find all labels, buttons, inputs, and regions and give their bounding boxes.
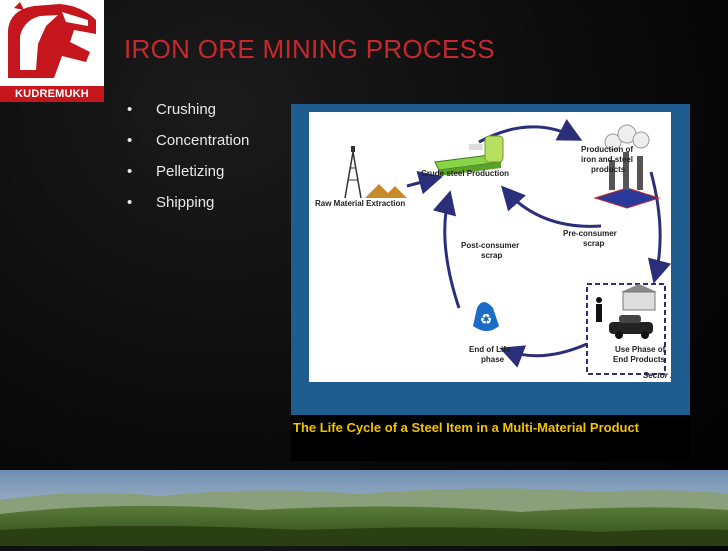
label-post-consumer-1: Post-consumer — [461, 241, 519, 250]
label-raw-material: Raw Material Extraction — [315, 199, 405, 208]
person-icon — [596, 297, 602, 322]
label-crude-steel: Crude steel Production — [421, 169, 509, 178]
bullet-marker: • — [127, 163, 133, 180]
bullet-item: • Pelletizing — [127, 162, 249, 193]
bullet-text: Shipping — [156, 194, 215, 211]
logo-wordmark: KUDREMUKH — [0, 86, 104, 102]
bullet-marker: • — [127, 194, 133, 211]
label-pre-consumer-1: Pre-consumer — [563, 229, 617, 238]
house-icon — [621, 284, 657, 311]
figure-caption: The Life Cycle of a Steel Item in a Mult… — [291, 415, 690, 461]
arrow-endoflife-to-crude — [432, 190, 461, 309]
arrow-use-to-endoflife — [499, 342, 588, 368]
label-sector: Sector x — [643, 371, 671, 380]
steel-bars-icon — [434, 135, 504, 176]
bullet-list: • Crushing • Concentration • Pelletizing • S… — [127, 100, 249, 224]
lifecycle-figure: ♻ Crude steel Production Production of — [291, 104, 690, 461]
bullet-text: Crushing — [156, 101, 217, 118]
bullet-item: • Crushing — [127, 100, 249, 131]
label-production-1: Production of — [581, 145, 633, 154]
bullet-text: Concentration — [156, 132, 250, 149]
factory-icon — [593, 124, 661, 209]
horse-head-icon — [0, 0, 104, 86]
derrick-icon — [344, 146, 362, 199]
bullet-marker: • — [127, 132, 133, 149]
recycle-icon: ♻ — [473, 302, 499, 331]
bullet-item: • Concentration — [127, 131, 249, 162]
label-use-phase-2: End Products — [613, 355, 666, 364]
label-production-2: iron and steel — [581, 155, 633, 164]
bullet-text: Pelletizing — [156, 163, 225, 180]
slide-title: IRON ORE MINING PROCESS — [124, 34, 495, 64]
landscape-photo — [0, 470, 728, 546]
bullet-item: • Shipping — [127, 193, 249, 224]
lifecycle-diagram: ♻ Crude steel Production Production of — [309, 112, 675, 382]
svg-text:♻: ♻ — [480, 312, 493, 328]
ore-pile-icon — [365, 184, 407, 198]
label-end-of-life-1: End of Life — [469, 345, 511, 354]
label-end-of-life-2: phase — [481, 355, 505, 364]
arrow-preconsumer — [500, 185, 602, 228]
car-icon — [609, 315, 653, 339]
label-pre-consumer-2: scrap — [583, 239, 604, 248]
arrow-raw-to-crude — [406, 171, 443, 195]
kudremukh-logo: KUDREMUKH — [0, 0, 104, 102]
sector-box — [586, 283, 666, 375]
label-use-phase-1: Use Phase of — [615, 345, 666, 354]
bullet-marker: • — [127, 101, 133, 118]
label-post-consumer-2: scrap — [481, 251, 502, 260]
label-production-3: products — [591, 165, 626, 174]
arrow-production-to-use — [647, 171, 672, 284]
